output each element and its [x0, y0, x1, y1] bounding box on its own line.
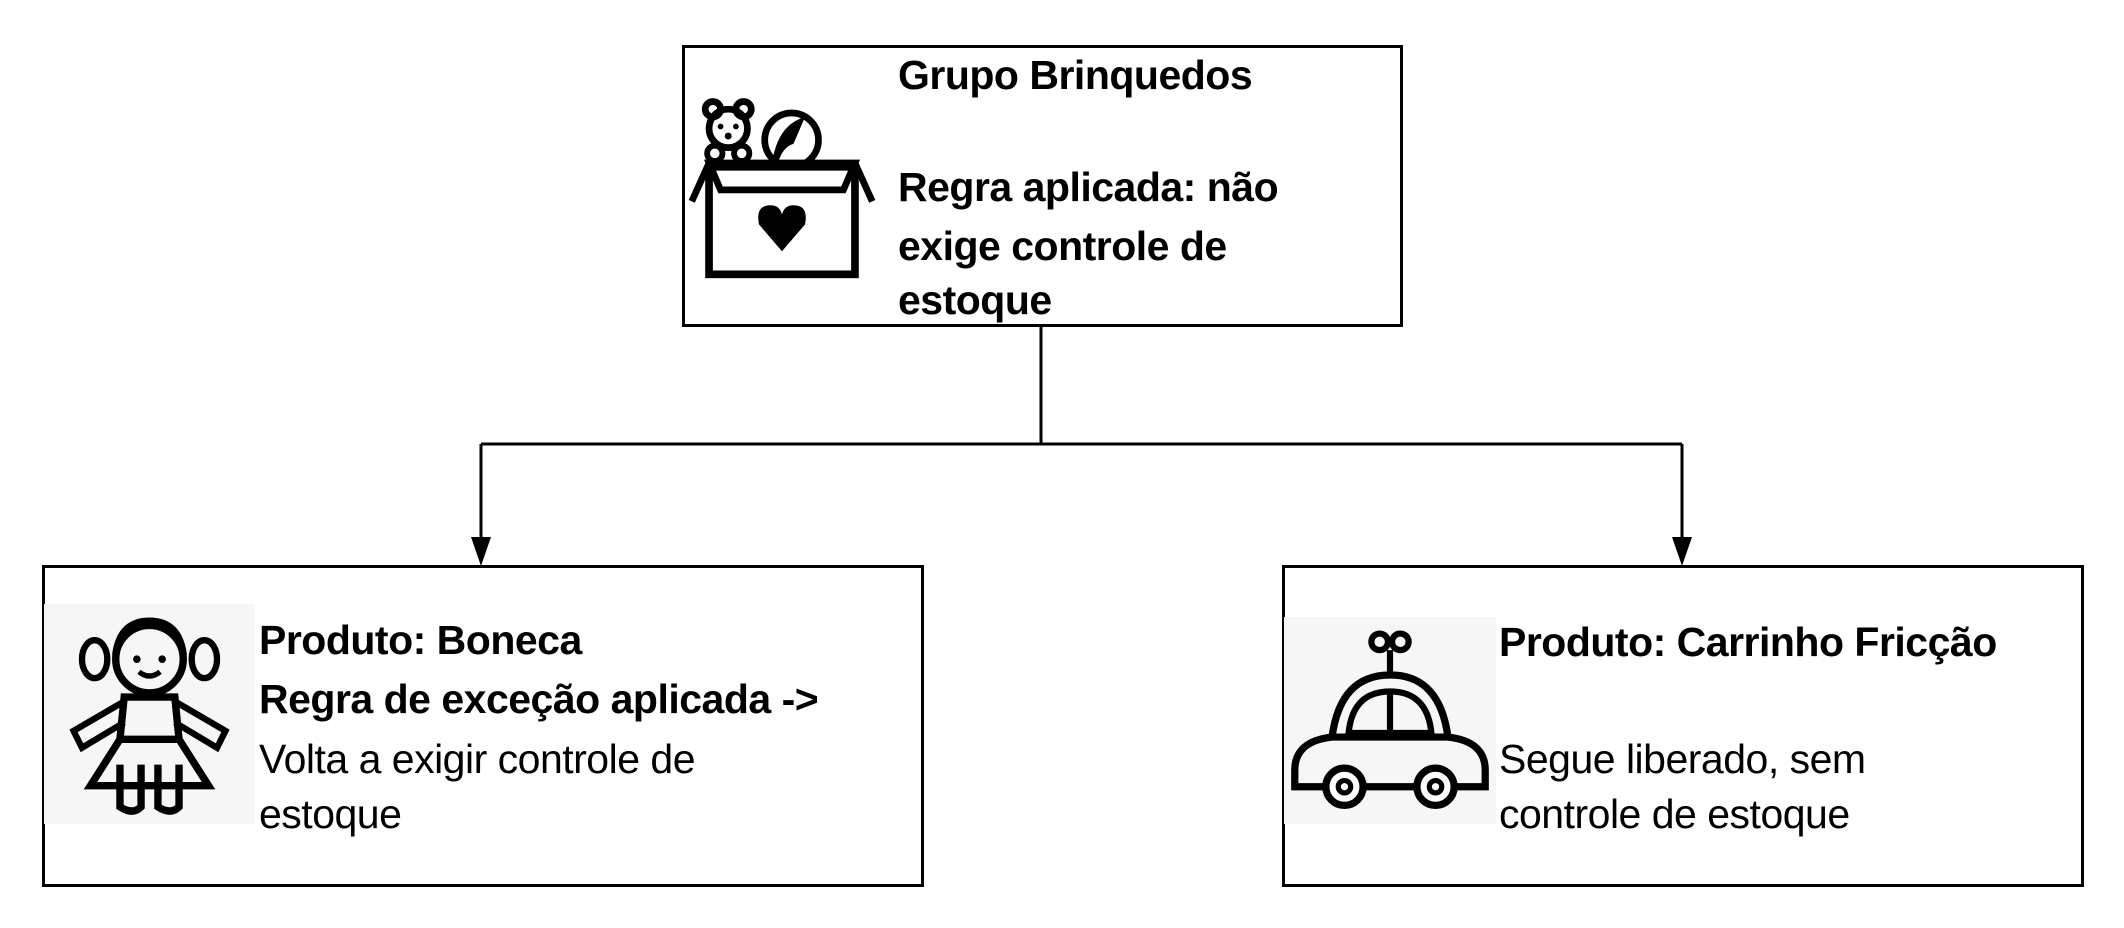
exception-rule-label: Regra de exceção aplicada -> [259, 676, 819, 722]
doll-icon [44, 604, 255, 824]
toy-box-icon [686, 88, 878, 284]
product-description-line: Segue liberado, sem [1499, 736, 1866, 782]
arrow-head-left [471, 537, 491, 566]
group-rule-line: estoque [898, 277, 1052, 323]
product-description-line: estoque [259, 791, 402, 837]
group-rule-line: exige controle de [898, 223, 1227, 269]
product-description-line: controle de estoque [1499, 791, 1850, 837]
toy-car-icon [1284, 617, 1496, 824]
product-title: Produto: Carrinho Fricção [1499, 619, 1997, 665]
group-title: Grupo Brinquedos [898, 52, 1253, 98]
product-title: Produto: Boneca [259, 617, 582, 663]
product-description-line: Volta a exigir controle de [259, 736, 696, 782]
group-rule-line: Regra aplicada: não [898, 164, 1279, 210]
arrow-head-right [1672, 537, 1692, 566]
